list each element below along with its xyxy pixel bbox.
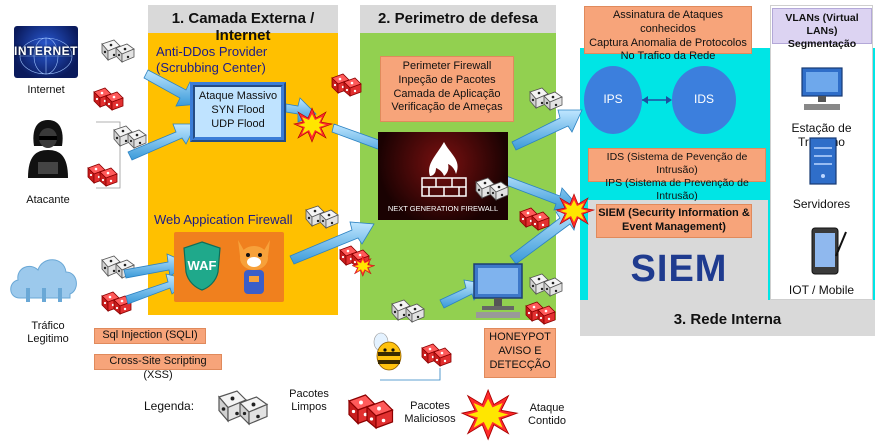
honeypot-connector bbox=[380, 368, 441, 381]
signature-line-2: Captura Anomalia de Protocolos bbox=[589, 36, 747, 49]
cloud-icon bbox=[10, 259, 77, 302]
honeypot-line-2: AVISO E bbox=[498, 344, 542, 357]
internet-logo-text: INTERNET bbox=[14, 44, 78, 58]
arrow-ngfw-to-ips bbox=[511, 109, 583, 151]
xss-label: Cross-Site Scripting (XSS) bbox=[94, 354, 222, 381]
ids-desc-line: IDS (Sistema de Pevenção de Intrusão) bbox=[606, 151, 748, 177]
external-zone-header-bg bbox=[148, 5, 338, 33]
arrow-waf-to-ngfw bbox=[289, 221, 375, 265]
internet-label: Internet bbox=[27, 84, 65, 96]
siem-line-1: SIEM (Security Information & bbox=[598, 207, 750, 219]
arrow-internet-to-ddos bbox=[143, 69, 201, 107]
firewall-desc-line-3: Camada de Aplicação bbox=[393, 87, 501, 100]
ids-circle bbox=[672, 66, 736, 134]
ddos-item-syn: SYN Flood bbox=[211, 104, 265, 116]
honeypot-computer-icon bbox=[473, 263, 523, 318]
legend-clean-packet-icon bbox=[218, 390, 268, 425]
firewall-desc-box: Perimeter Firewall Inpeção de Pacotes Ca… bbox=[380, 56, 514, 122]
ids-desc-box: IDS (Sistema de Pevenção de Intrusão) IP… bbox=[588, 148, 766, 202]
ddos-title-text: Anti-DDos Provider (Scrubbing Center) bbox=[156, 44, 268, 76]
waf-title: Web Appication Firewall bbox=[154, 212, 293, 227]
internal-zone-title: 3. Rede Interna bbox=[673, 311, 782, 328]
signature-line-1: Assinatura de Ataques conhecidos bbox=[612, 9, 724, 35]
ids-label: IDS bbox=[693, 92, 714, 106]
legit-traffic-text: Tráfico Legitimo bbox=[27, 320, 69, 345]
firewall-desc-line-1: Perimeter Firewall bbox=[402, 60, 492, 72]
internal-zone-footer-bg bbox=[580, 300, 875, 336]
ddos-title: Anti-DDos Provider (Scrubbing Center) bbox=[156, 44, 306, 77]
sqli-label: Sql Injection (SQLI) bbox=[94, 328, 206, 344]
servers-label: Servidores bbox=[792, 197, 851, 211]
globe-grid-icon bbox=[19, 37, 73, 75]
internet-logo: INTERNET bbox=[14, 26, 78, 78]
ddos-item-massive: Ataque Massivo bbox=[198, 90, 278, 102]
ips-circle bbox=[584, 66, 642, 134]
workstation-icon bbox=[801, 67, 843, 110]
firewall-flame-icon bbox=[421, 142, 467, 197]
legend-contained-text: Ataque Contido bbox=[528, 402, 566, 427]
iot-label: IOT / Mobile bbox=[788, 283, 855, 297]
signature-line-3: No Trafico da Rede bbox=[620, 50, 716, 63]
ips-desc-line: IPS (Sistema de Prevenção de Intrusão) bbox=[605, 177, 749, 203]
external-zone-title: 1. Camada Externa / Internet bbox=[171, 10, 315, 44]
ips-label: IPS bbox=[603, 92, 623, 106]
server-icon bbox=[809, 137, 837, 185]
legend-malicious-label: Pacotes Maliciosos bbox=[400, 400, 460, 425]
signature-box: Assinatura de Ataques conhecidos Captura… bbox=[584, 6, 752, 62]
legit-traffic-label: Tráfico Legitimo bbox=[18, 320, 78, 345]
legend-contained-label: Ataque Contido bbox=[520, 402, 574, 427]
siem-box: SIEM (Security Information & Event Manag… bbox=[596, 204, 752, 238]
legend-clean-text: Pacotes Limpos bbox=[289, 388, 329, 413]
hacker-icon bbox=[28, 120, 68, 178]
siem-logo: SIEM bbox=[630, 248, 728, 290]
legend-clean-label: Pacotes Limpos bbox=[282, 388, 336, 413]
ddos-scrubbing-box bbox=[190, 82, 286, 142]
firewall-desc-line-2: Inpeção de Pacotes bbox=[398, 73, 496, 86]
legend-attack-contained-icon bbox=[461, 389, 518, 441]
perimeter-zone-title: 2. Perimetro de defesa bbox=[377, 10, 539, 27]
attacker-label: Atacante bbox=[26, 194, 70, 206]
waf-shield-icon bbox=[183, 241, 221, 291]
waf-logo-text: WAF bbox=[187, 258, 217, 273]
vlans-line-1: VLANs (Virtual LANs) bbox=[785, 12, 859, 38]
legend-title: Legenda: bbox=[144, 399, 195, 413]
legend-malicious-text: Pacotes Maliciosos bbox=[404, 400, 456, 425]
ddos-item-udp: UDP Flood bbox=[211, 118, 265, 130]
firewall-desc-line-4: Verificação de Ameças bbox=[391, 101, 503, 114]
connector-line bbox=[96, 121, 121, 189]
legend-malicious-packet-icon bbox=[348, 394, 394, 429]
vlans-box: VLANs (Virtual LANs) Segmentação bbox=[772, 8, 872, 50]
mobile-device-icon bbox=[811, 227, 847, 275]
fox-mascot-icon bbox=[238, 240, 270, 294]
honeypot-line-1: HONEYPOT bbox=[489, 331, 551, 343]
honeypot-line-3: DETECÇÃO bbox=[489, 358, 551, 371]
vlans-line-2: Segmentação bbox=[787, 38, 857, 51]
perimeter-zone-header-bg bbox=[360, 5, 556, 33]
bee-icon bbox=[373, 332, 402, 371]
siem-line-2: Event Management) bbox=[622, 220, 726, 233]
ngfw-label: NEXT GENERATION FIREWALL bbox=[387, 204, 499, 213]
honeypot-box: HONEYPOT AVISO E DETECÇÃO bbox=[484, 328, 556, 378]
